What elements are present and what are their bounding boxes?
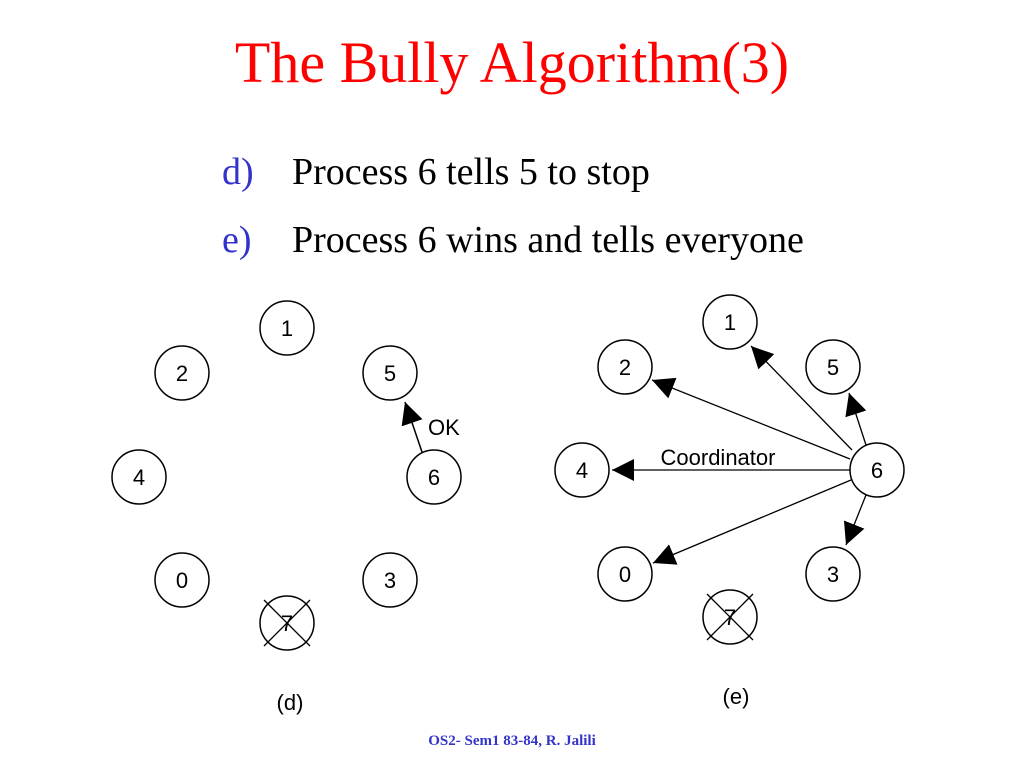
node-label: 4	[576, 458, 588, 483]
process-node-4: 4	[554, 442, 610, 498]
process-node-2: 2	[154, 345, 210, 401]
crash-cross-mark	[706, 593, 754, 641]
process-node-6: 6	[849, 442, 905, 498]
bullet-text: Process 6 wins and tells everyone	[292, 219, 804, 261]
process-node-5: 5	[805, 339, 861, 395]
node-label: 3	[384, 568, 396, 593]
node-label: 2	[176, 361, 188, 386]
node-label: 5	[827, 355, 839, 380]
diagram-e-caption: (e)	[723, 684, 750, 709]
node-label: 6	[428, 465, 440, 490]
node-label: 1	[724, 310, 736, 335]
process-node-7-crashed: 7	[259, 595, 315, 651]
process-node-3: 3	[362, 552, 418, 608]
process-node-3: 3	[805, 546, 861, 602]
coordinator-arrow-to-0	[652, 479, 852, 565]
node-label: 6	[871, 458, 883, 483]
process-node-5: 5	[362, 345, 418, 401]
bullet-marker: e)	[222, 219, 252, 261]
process-node-6: 6	[406, 449, 462, 505]
process-node-0: 0	[597, 546, 653, 602]
crash-cross-mark	[263, 599, 311, 647]
coordinator-arrow-to-1	[750, 345, 853, 451]
node-label: 1	[281, 316, 293, 341]
coordinator-arrow-to-3	[843, 494, 867, 546]
node-label: 3	[827, 562, 839, 587]
ok-message-label: OK	[428, 415, 460, 440]
diagram-d: 1 2 5 4 6 0 3 7	[111, 300, 462, 715]
process-node-1: 1	[702, 294, 758, 350]
diagram-e: 1 2 5 4 6 0 3 7	[554, 294, 905, 709]
node-label: 2	[619, 355, 631, 380]
coordinator-message-label: Coordinator	[661, 445, 776, 470]
ok-message-arrow	[401, 401, 423, 453]
process-node-1: 1	[259, 300, 315, 356]
node-label: 4	[133, 465, 145, 490]
coordinator-arrow-to-5	[845, 392, 867, 446]
slide-footer: OS2- Sem1 83-84, R. Jalili	[428, 733, 596, 749]
diagram-d-caption: (d)	[277, 690, 304, 715]
bullet-text: Process 6 tells 5 to stop	[292, 151, 650, 193]
node-label: 0	[176, 568, 188, 593]
process-node-4: 4	[111, 449, 167, 505]
process-node-0: 0	[154, 552, 210, 608]
node-label: 0	[619, 562, 631, 587]
coordinator-arrow-to-2	[651, 377, 851, 460]
node-label: 5	[384, 361, 396, 386]
process-node-7-crashed: 7	[702, 589, 758, 645]
slide-title: The Bully Algorithm(3)	[234, 30, 790, 95]
bullet-marker: d)	[222, 151, 254, 193]
process-node-2: 2	[597, 339, 653, 395]
